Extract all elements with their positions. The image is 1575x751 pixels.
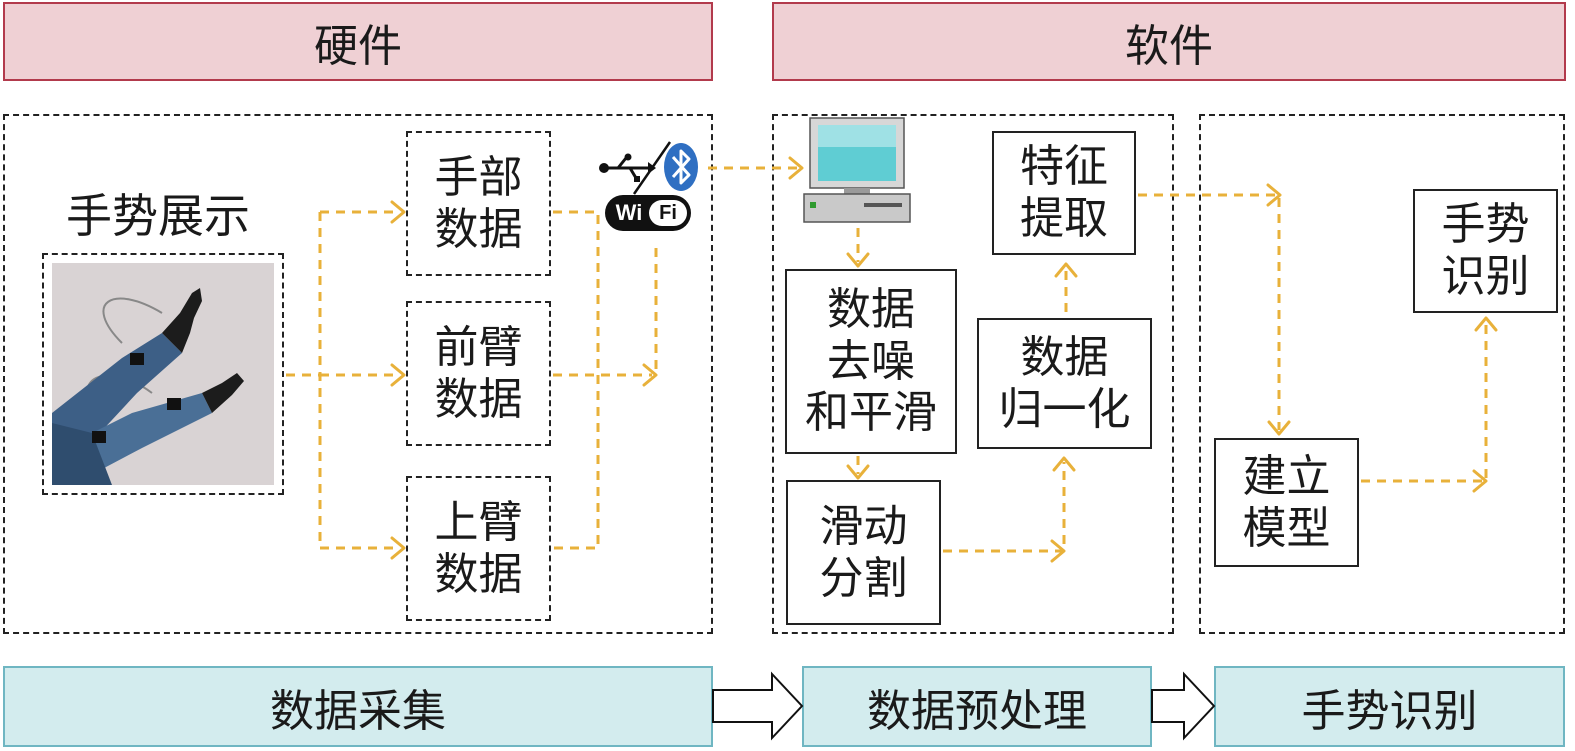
software-header: 软件 bbox=[772, 2, 1566, 81]
bluetooth-icon bbox=[662, 141, 700, 193]
hardware-header-label: 硬件 bbox=[314, 20, 402, 72]
denoise-line1: 数据 bbox=[827, 283, 915, 335]
arrowhead-to-model-corner bbox=[1266, 183, 1282, 207]
stage-data-collection: 数据采集 bbox=[3, 666, 713, 747]
wifi-right-text: Fi bbox=[649, 200, 687, 226]
stage-arrow-2 bbox=[1151, 671, 1216, 741]
stage-data-collection-label: 数据采集 bbox=[270, 685, 446, 737]
arrowhead-normalize bbox=[1052, 456, 1076, 472]
arrowhead-hand bbox=[390, 200, 406, 224]
gesture-recognition-result-box: 手势 识别 bbox=[1413, 189, 1558, 313]
data-collection-region bbox=[3, 114, 713, 634]
gesture-photo bbox=[52, 263, 274, 485]
arrowhead-computer bbox=[788, 156, 804, 180]
result-line2: 识别 bbox=[1441, 251, 1530, 302]
arrow-hand-out bbox=[553, 210, 600, 550]
arrowhead-model bbox=[1267, 420, 1291, 436]
segmentation-box: 滑动 分割 bbox=[786, 480, 941, 625]
hand-data-line1: 手部 bbox=[434, 151, 523, 203]
arrowhead-feature bbox=[1054, 262, 1078, 278]
feature-extraction-box: 特征 提取 bbox=[992, 131, 1136, 255]
arrow-feature-to-model bbox=[1138, 193, 1281, 430]
arrowhead-denoise bbox=[846, 252, 870, 268]
arrow-segment-to-normalize bbox=[943, 462, 1066, 553]
arrowhead-forearm bbox=[390, 363, 406, 387]
arrowhead-upper-arm bbox=[390, 536, 406, 560]
arrowhead-segment-corner bbox=[1050, 539, 1066, 563]
denoise-line3: 和平滑 bbox=[805, 387, 937, 439]
hardware-header: 硬件 bbox=[3, 2, 713, 81]
arrowhead-model-corner bbox=[1472, 469, 1488, 493]
computer-icon bbox=[802, 116, 912, 226]
forearm-data-line1: 前臂 bbox=[434, 321, 523, 373]
build-model-box: 建立 模型 bbox=[1214, 438, 1359, 567]
feature-line2: 提取 bbox=[1020, 193, 1108, 244]
upper-arm-data-line2: 数据 bbox=[434, 548, 523, 600]
normalize-line2: 归一化 bbox=[998, 383, 1131, 435]
denoise-box: 数据 去噪 和平滑 bbox=[785, 269, 957, 454]
stage-arrow-1 bbox=[712, 671, 804, 741]
upper-arm-data-box: 上臂 数据 bbox=[406, 476, 551, 621]
result-line1: 手势 bbox=[1441, 199, 1530, 251]
normalize-box: 数据 归一化 bbox=[977, 318, 1152, 449]
wifi-icon: Wi Fi bbox=[605, 195, 691, 231]
arrow-model-to-result bbox=[1361, 322, 1488, 483]
preprocessing-region bbox=[772, 114, 1174, 634]
divider-slash bbox=[630, 140, 674, 196]
arrowhead-collector bbox=[642, 363, 658, 387]
segment-line1: 滑动 bbox=[819, 500, 908, 552]
gesture-display-label: 手势展示 bbox=[66, 189, 250, 243]
software-header-label: 软件 bbox=[1125, 20, 1213, 72]
feature-line1: 特征 bbox=[1020, 141, 1108, 193]
stage-recognition-label: 手势识别 bbox=[1301, 685, 1478, 737]
normalize-line1: 数据 bbox=[1020, 331, 1109, 383]
hand-data-line2: 数据 bbox=[434, 203, 523, 255]
segment-line2: 分割 bbox=[819, 552, 908, 604]
upper-arm-data-line1: 上臂 bbox=[434, 496, 523, 548]
gesture-photo-frame bbox=[42, 253, 284, 495]
stage-recognition: 手势识别 bbox=[1214, 666, 1565, 747]
stage-preprocessing-label: 数据预处理 bbox=[867, 685, 1087, 737]
forearm-data-line2: 数据 bbox=[434, 373, 523, 425]
arrowhead-segment bbox=[846, 464, 870, 480]
model-line2: 模型 bbox=[1242, 502, 1331, 554]
hand-data-box: 手部 数据 bbox=[406, 131, 551, 276]
forearm-data-box: 前臂 数据 bbox=[406, 301, 551, 446]
arrowhead-result bbox=[1474, 316, 1498, 332]
wifi-left-text: Wi bbox=[615, 200, 643, 225]
model-line1: 建立 bbox=[1242, 450, 1331, 502]
recognition-region bbox=[1199, 114, 1565, 634]
denoise-line2: 去噪 bbox=[827, 335, 915, 387]
stage-preprocessing: 数据预处理 bbox=[802, 666, 1152, 747]
